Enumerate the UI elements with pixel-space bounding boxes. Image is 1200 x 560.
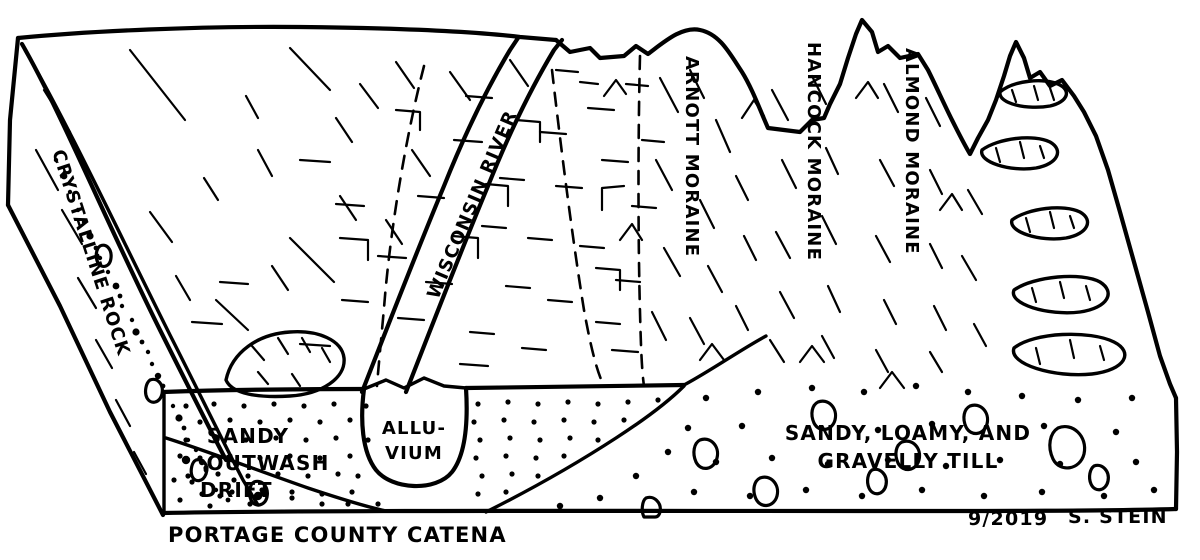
- svg-text:SANDY, LOAMY, AND: SANDY, LOAMY, AND: [785, 421, 1031, 445]
- outwash-plain-hachures: [128, 46, 530, 332]
- svg-text:GRAVELLY TILL: GRAVELLY TILL: [817, 449, 998, 473]
- moraine-hummocks: [980, 79, 1127, 377]
- drift-outwash-contact: [162, 390, 388, 514]
- terrace-tick-marks: [190, 68, 666, 368]
- svg-text:VIUM: VIUM: [385, 443, 443, 464]
- outwash-till-contact: [484, 384, 686, 514]
- drift-stipple: [171, 453, 381, 509]
- svg-text:ARNOTT MORAINE: ARNOTT MORAINE: [681, 56, 702, 257]
- svg-text:HANCOCK MORAINE: HANCOCK MORAINE: [803, 42, 824, 261]
- figure-date: 9/2019: [968, 508, 1048, 530]
- drift-pebbles: [247, 479, 269, 507]
- svg-text:ALMOND MORAINE: ALMOND MORAINE: [901, 48, 922, 255]
- crystalline-hachures: [34, 88, 148, 476]
- sandy-outwash-stipple: [183, 397, 661, 497]
- figure-title: PORTAGE COUNTY CATENA: [168, 523, 507, 547]
- figure-author: S. STEIN: [1068, 506, 1168, 528]
- label-sandy-outwash: SANDY OUTWASH: [206, 424, 329, 475]
- label-almond-moraine: ALMOND MORAINE: [901, 48, 922, 255]
- terrace-contact-dashed: [375, 54, 646, 388]
- svg-text:ALLU-: ALLU-: [382, 418, 446, 439]
- outwash-drumlin: [224, 330, 346, 399]
- alluvium-channel: [360, 376, 469, 489]
- cross-section-surface: [160, 334, 768, 395]
- wisconsin-river: [359, 35, 565, 395]
- left-drift-pebbles: [94, 243, 209, 483]
- label-alluvium: ALLU- VIUM: [382, 418, 446, 464]
- moraine-hachures: [602, 68, 988, 390]
- svg-text:OUTWASH: OUTWASH: [206, 451, 329, 475]
- label-till: SANDY, LOAMY, AND GRAVELLY TILL: [785, 421, 1031, 473]
- label-drift: DRIFT: [200, 478, 273, 502]
- moraine-skyline: [553, 17, 1179, 401]
- till-stipple: [556, 382, 1158, 510]
- svg-text:DRIFT: DRIFT: [200, 478, 273, 502]
- till-pebbles: [640, 399, 1110, 519]
- svg-text:SANDY: SANDY: [207, 424, 289, 448]
- label-hancock-moraine: HANCOCK MORAINE: [803, 42, 824, 261]
- label-arnott-moraine: ARNOTT MORAINE: [681, 56, 702, 257]
